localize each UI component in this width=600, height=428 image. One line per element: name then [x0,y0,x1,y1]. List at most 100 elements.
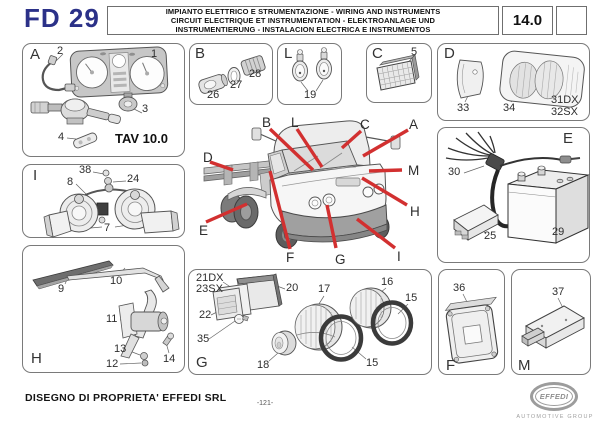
panel-c-illustration [376,54,420,91]
relay-drawing [96,202,109,216]
part-label-9: 9 [58,283,65,295]
title-line-1: IMPIANTO ELETTRICO E STRUMENTAZIONE - WI… [165,7,441,16]
truck-callout-h: H [410,204,420,219]
part-label-38: 38 [79,164,92,176]
part-label-25: 25 [484,230,497,242]
revision-box [556,6,587,35]
part-label-30: 30 [448,166,461,178]
harness-drawing [445,131,496,161]
panel-b: B 26 27 28 [189,43,273,105]
part-label-8: 8 [67,176,74,188]
truck-callout-d: D [203,150,213,165]
switch-assembly-drawing [30,98,121,125]
part-label-37: 37 [552,286,565,298]
panel-h-letter: H [31,350,42,367]
truck-callout-a: A [409,117,419,132]
bulb-holder-drawing [73,132,98,149]
panel-m-illustration [521,297,586,349]
part-label-31dx: 31DX [551,94,579,106]
sensor-cable-drawing [41,55,76,92]
horn-drawing [114,188,180,234]
panel-f-illustration [444,293,499,364]
part-label-16: 16 [381,276,394,288]
ignition-switch-drawing [118,92,138,112]
part-label-5: 5 [411,46,418,58]
bracket-drawing [456,59,484,99]
part-label-27: 27 [230,79,243,91]
part-label-28: 28 [249,68,262,80]
part-label-23sx: 23SX [196,283,223,295]
panel-m-letter: M [518,357,531,374]
truck-callout-f: F [286,250,295,265]
panel-l-letter: L [284,45,293,62]
control-unit-drawing [444,296,499,364]
bulb-drawing [234,314,249,324]
part-label-24: 24 [127,173,140,185]
part-label-20: 20 [286,282,299,294]
battery-drawing [507,165,590,244]
tav-reference: TAV 10.0 [115,131,168,146]
panel-e: E 30 25 29 [437,127,590,263]
bulb-drawing [292,49,308,82]
part-label-18: 18 [257,359,270,371]
panel-l: L 19 [277,43,342,105]
flat-module-drawing [521,305,586,349]
panel-a: A 2 1 3 4 TAV 10.0 [22,43,185,157]
panel-a-illustration [30,46,169,149]
part-label-34: 34 [503,102,516,114]
panel-c-letter: C [372,45,383,62]
headlamp-drawing [349,287,392,329]
panel-i-illustration [43,169,180,238]
part-label-17: 17 [318,283,331,295]
part-label-32sx: 32SX [551,106,578,118]
panel-l-illustration [292,47,332,92]
page-number: -121- [256,400,274,407]
panel-g: 21DX 23SX 20 22 35 18 17 16 15 15 G [188,269,432,375]
part-label-4: 4 [58,131,65,143]
part-label-7: 7 [104,222,111,234]
instrument-cluster-drawing [69,46,169,98]
part-label-22: 22 [199,309,212,321]
rear-wheel-drawing [220,187,267,229]
panel-m: 37 M [511,269,591,375]
headlamp-ring-drawing [370,300,414,346]
part-label-19: 19 [304,89,317,101]
part-label-13: 13 [114,343,127,355]
horn-drawing [43,193,99,238]
panel-b-letter: B [195,45,206,62]
callout-lines [205,127,409,250]
nut-drawing [141,359,149,367]
part-label-21dx: 21DX [196,272,224,284]
truck-diagram: B L C A D M H E F G I [190,108,435,268]
part-label-10: 10 [110,275,123,287]
truck-illustration [203,120,409,250]
property-notice: DISEGNO DI PROPRIETA' EFFEDI SRL [25,392,227,404]
screw-drawing [162,332,174,347]
part-label-26: 26 [207,89,220,101]
effedi-logo: EFFEDI [530,382,578,411]
side-marker-lamp-drawing [212,273,283,321]
logo-subtext: AUTOMOTIVE GROUP [516,414,594,420]
truck-callout-i: I [397,249,401,264]
part-label-33: 33 [457,102,470,114]
washer-drawing [104,177,112,185]
header-title-box: IMPIANTO ELETTRICO E STRUMENTAZIONE - WI… [107,6,499,35]
panel-i: I 38 24 8 7 [22,164,185,238]
panel-d-illustration [456,50,585,108]
panel-g-illustration [208,273,414,362]
panel-f: 36 F [438,269,505,375]
effedi-logo-ring: EFFEDI [535,387,573,406]
panel-h: H 9 10 11 13 12 14 [22,245,185,373]
truck-callout-m: M [408,163,420,178]
panel-h-illustration [32,260,174,367]
lens-drawing [376,54,420,91]
part-label-15: 15 [366,357,379,369]
title-line-3: INSTRUMENTIERUNG - INSTALACION ELECTRICA… [175,25,431,34]
tru­ck-callout-l: L [291,115,299,130]
part-label-35: 35 [197,333,210,345]
part-label-36: 36 [453,282,466,294]
truck-callout-b: B [262,115,272,130]
panel-f-letter: F [446,357,456,374]
headlamp-ring-drawing [318,314,364,362]
